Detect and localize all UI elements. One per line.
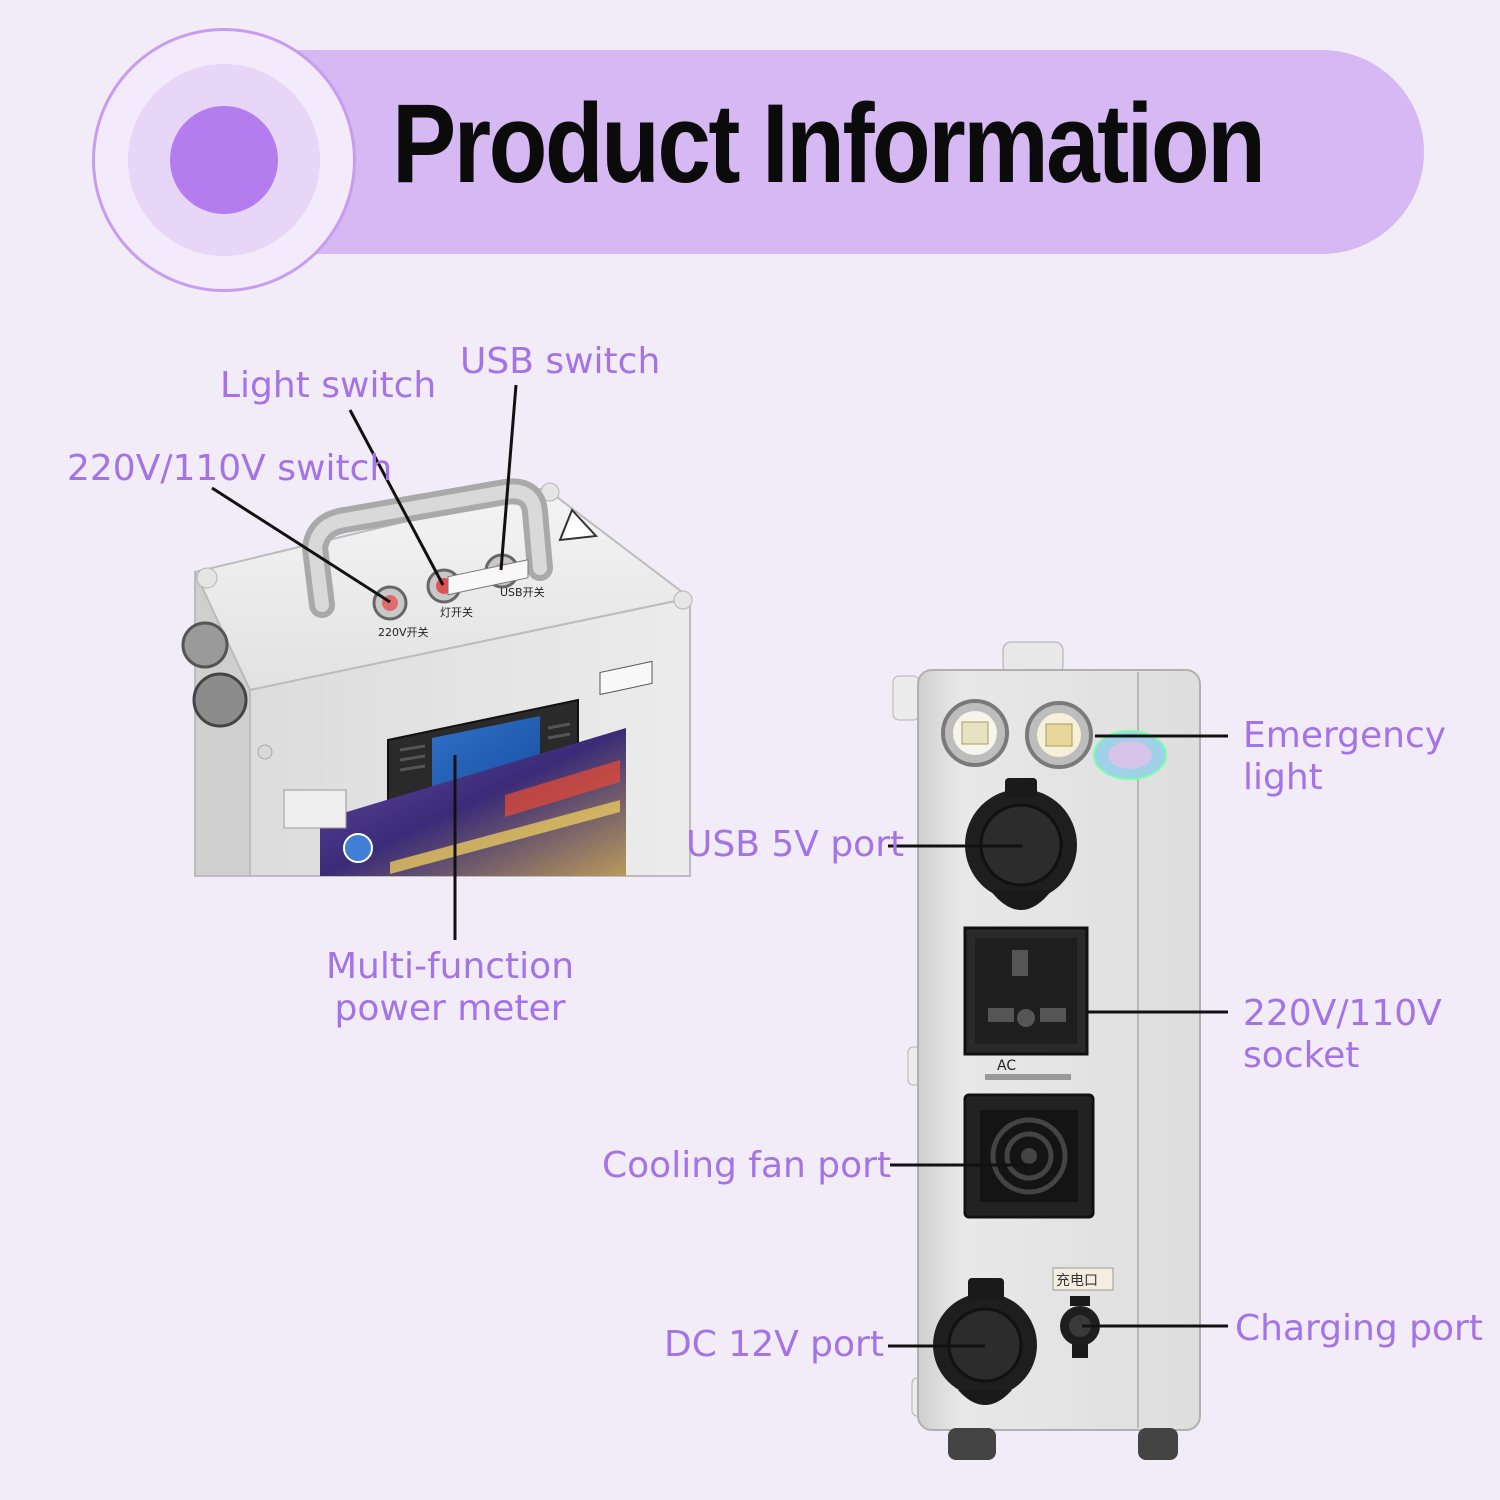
label-cooling-fan: Cooling fan port <box>602 1145 892 1186</box>
label-light-switch: Light switch <box>220 365 437 406</box>
label-usb-switch: USB switch <box>460 341 661 382</box>
label-emergency-line2: light <box>1243 757 1323 798</box>
side-view-device: AC 充电口 <box>892 641 1201 1460</box>
label-dc-port: DC 12V port <box>664 1324 884 1365</box>
switch-220-text: 220V开关 <box>378 625 429 639</box>
label-usb-port: USB 5V port <box>686 824 905 865</box>
switch-light-text: 灯开关 <box>440 605 473 619</box>
label-meter-line2: power meter <box>334 988 566 1029</box>
label-charging-port: Charging port <box>1235 1308 1483 1349</box>
label-emergency-line1: Emergency <box>1243 715 1447 756</box>
circle-badge-dot <box>170 106 278 214</box>
label-socket-line1: 220V/110V <box>1243 993 1442 1034</box>
leader-usb-switch <box>499 384 518 571</box>
ac-label-text: AC <box>997 1058 1016 1074</box>
label-voltage-switch: 220V/110V switch <box>67 448 393 489</box>
switch-usb-text: USB开关 <box>500 585 545 599</box>
label-meter-line1: Multi-function <box>325 946 575 987</box>
charge-label-text: 充电口 <box>1056 1273 1098 1289</box>
leader-220v-switch <box>211 486 391 604</box>
label-socket-line2: socket <box>1243 1035 1360 1076</box>
leader-light-switch <box>348 409 445 586</box>
top-view-device: 220V开关 灯开关 USB开关 <box>181 478 693 877</box>
page-title: Product Information <box>392 81 1266 206</box>
